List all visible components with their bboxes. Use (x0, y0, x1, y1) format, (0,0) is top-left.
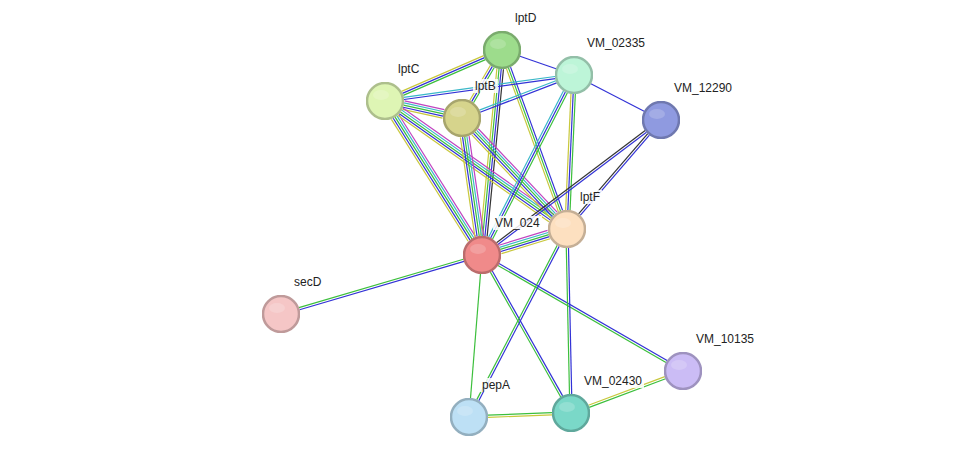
node-label: VM_12290 (672, 81, 734, 95)
evidence-line (471, 274, 481, 398)
interaction-edge (498, 264, 667, 363)
node-circle (555, 56, 593, 94)
evidence-line (501, 237, 550, 252)
interaction-edge (591, 84, 644, 112)
node-circle (552, 394, 590, 432)
node-circle (664, 352, 702, 390)
interaction-edge (404, 77, 556, 100)
evidence-line (463, 137, 478, 236)
protein-node: VM_02430 (552, 394, 590, 432)
evidence-line (485, 69, 501, 236)
protein-node: lptC (366, 82, 404, 120)
node-circle (483, 31, 521, 69)
protein-node: secD (262, 295, 300, 333)
evidence-line (499, 264, 667, 361)
protein-node: VM_12290 (642, 101, 680, 139)
node-circle (450, 398, 488, 436)
evidence-line (566, 248, 569, 394)
node-circle (443, 99, 481, 137)
node-circle (366, 82, 404, 120)
node-label: lptD (513, 11, 538, 25)
node-circle (642, 101, 680, 139)
evidence-line (404, 77, 555, 98)
node-label: lptC (396, 62, 421, 76)
node-circle (548, 210, 586, 248)
node-label: VM_024 (493, 216, 542, 230)
evidence-line (591, 84, 644, 112)
evidence-line (498, 265, 666, 362)
evidence-line (501, 239, 550, 254)
interaction-edge (520, 56, 556, 69)
evidence-line (520, 56, 556, 69)
evidence-line (460, 137, 475, 236)
node-label: VM_02430 (582, 374, 644, 388)
evidence-line (465, 137, 480, 236)
protein-node: pepA (450, 398, 488, 436)
evidence-line (579, 134, 648, 214)
interaction-edge (488, 413, 552, 418)
node-circle (463, 236, 501, 274)
protein-node: lptB (443, 99, 481, 137)
interaction-edge (499, 230, 550, 253)
interaction-edge (471, 274, 481, 398)
node-label: pepA (480, 378, 512, 392)
node-label: lptB (473, 79, 498, 93)
interaction-edge (579, 134, 650, 216)
protein-node: lptF (548, 210, 586, 248)
node-label: VM_02335 (585, 36, 647, 50)
evidence-line (488, 415, 552, 418)
node-label: VM_10135 (694, 332, 756, 346)
evidence-line (489, 91, 564, 237)
node-label: lptF (578, 190, 602, 204)
evidence-line (478, 129, 557, 212)
evidence-line (469, 136, 484, 235)
evidence-line (477, 130, 556, 213)
interaction-edge (299, 259, 464, 309)
protein-node: lptD (483, 31, 521, 69)
evidence-line (299, 259, 464, 307)
node-label: secD (292, 275, 323, 289)
protein-node: VM_024 (463, 236, 501, 274)
protein-node: VM_10135 (664, 352, 702, 390)
node-circle (262, 295, 300, 333)
evidence-line (467, 136, 482, 235)
evidence-line (300, 261, 465, 309)
protein-node: VM_02335 (555, 56, 593, 94)
interaction-edge (566, 248, 571, 394)
interaction-edge (472, 129, 557, 218)
interaction-edge (460, 136, 483, 237)
evidence-line (475, 132, 554, 215)
